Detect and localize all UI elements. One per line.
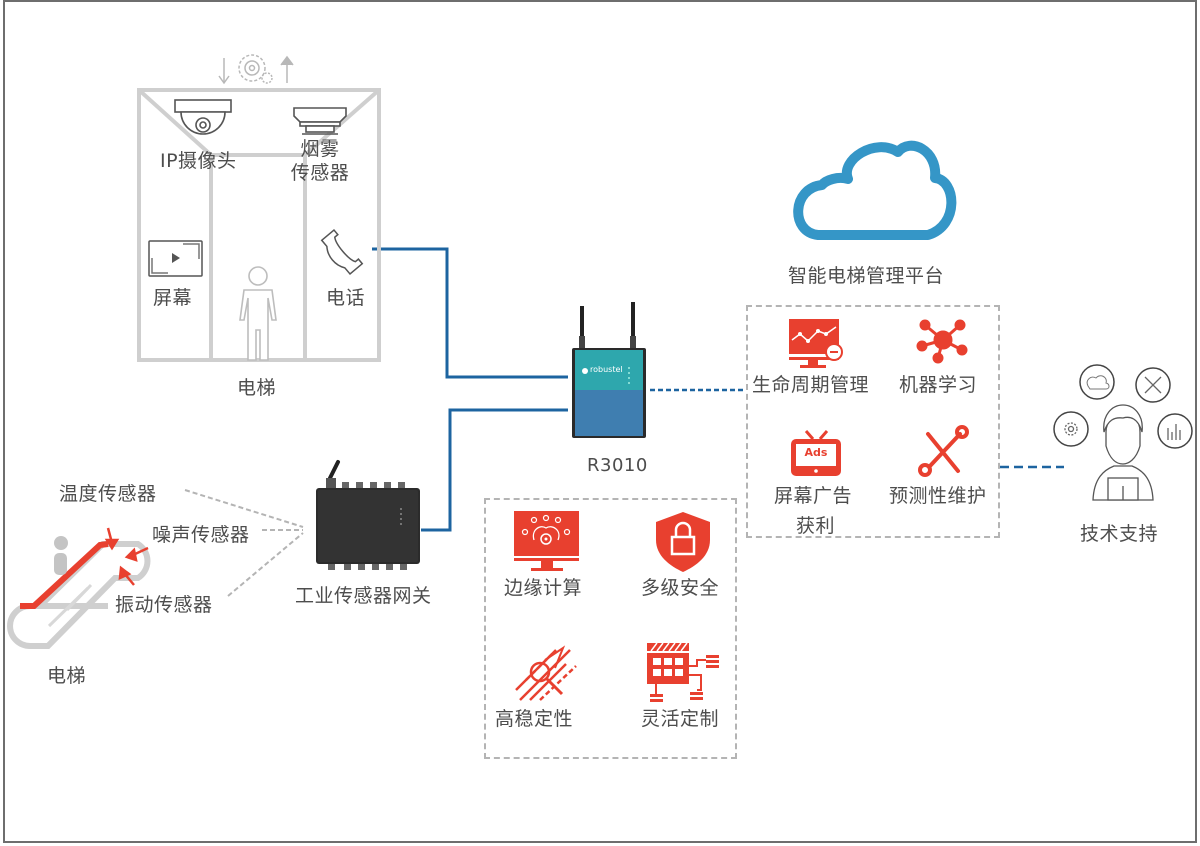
feature-label-ads-1: 屏幕广告 — [774, 485, 853, 507]
ip-camera-icon — [174, 99, 232, 135]
sensor-link-vibration — [227, 532, 304, 597]
person-icon — [239, 266, 277, 361]
feature-label-custom: 灵活定制 — [641, 708, 720, 730]
link-elevator-router — [372, 247, 568, 379]
feature-label-stability: 高稳定性 — [495, 708, 574, 730]
temperature-sensor-label: 温度传感器 — [59, 483, 157, 505]
smoke-sensor-label-1: 烟雾 — [300, 138, 340, 160]
tech-support-label: 技术支持 — [1080, 523, 1159, 545]
feature-label-lifecycle: 生命周期管理 — [752, 374, 870, 396]
noise-sensor-label: 噪声传感器 — [152, 524, 250, 546]
elevator-car-label: 电梯 — [237, 377, 277, 399]
sensor-arrow-icon — [104, 527, 149, 586]
router-label: R3010 — [587, 455, 648, 476]
escalator-icon — [7, 527, 151, 649]
smoke-sensor-label-2: 传感器 — [290, 162, 350, 184]
chart-circle-icon — [1157, 413, 1193, 449]
screen-label: 屏幕 — [153, 287, 193, 309]
shield-lock-icon — [656, 512, 710, 572]
feature-label-security: 多级安全 — [641, 577, 720, 599]
phone-icon — [320, 228, 364, 276]
feature-label-ads-2: 获利 — [796, 515, 836, 537]
router-features-box — [484, 498, 737, 759]
feature-label-ml: 机器学习 — [899, 374, 978, 396]
cloud-icon — [793, 140, 957, 240]
escalator-label: 电梯 — [47, 665, 87, 687]
feature-label-maintenance: 预测性维护 — [889, 485, 987, 507]
customization-icon — [647, 642, 719, 702]
router-icon — [572, 302, 646, 438]
vibration-sensor-label: 振动传感器 — [115, 594, 213, 616]
smoke-sensor-icon — [293, 107, 347, 135]
gateway-icon — [316, 460, 420, 570]
ads-tv-icon — [791, 430, 841, 476]
edge-computing-icon — [514, 511, 579, 571]
gears-circle-icon — [1053, 411, 1089, 447]
screen-icon — [148, 240, 203, 277]
diagram-border — [3, 0, 1197, 843]
router-brand: robustel — [590, 365, 623, 374]
drive-gear-icon — [218, 54, 294, 85]
gateway-label: 工业传感器网关 — [295, 585, 432, 607]
phone-label: 电话 — [326, 287, 366, 309]
cloud-platform-label: 智能电梯管理平台 — [788, 265, 945, 287]
lifecycle-monitor-icon — [789, 319, 843, 368]
ads-badge: Ads — [804, 446, 828, 459]
link-gateway-router — [421, 408, 568, 532]
cloud-circle-icon — [1079, 364, 1115, 400]
feature-label-edge: 边缘计算 — [504, 577, 583, 599]
sensor-link-temp — [184, 489, 304, 528]
camera-label: IP摄像头 — [160, 150, 237, 172]
machine-learning-icon — [916, 319, 968, 364]
technician-icon — [1092, 404, 1154, 501]
tools-icon — [918, 425, 969, 477]
elevator-outer-frame — [137, 88, 381, 362]
platform-features-box — [746, 305, 1000, 538]
stability-icon — [515, 645, 577, 701]
